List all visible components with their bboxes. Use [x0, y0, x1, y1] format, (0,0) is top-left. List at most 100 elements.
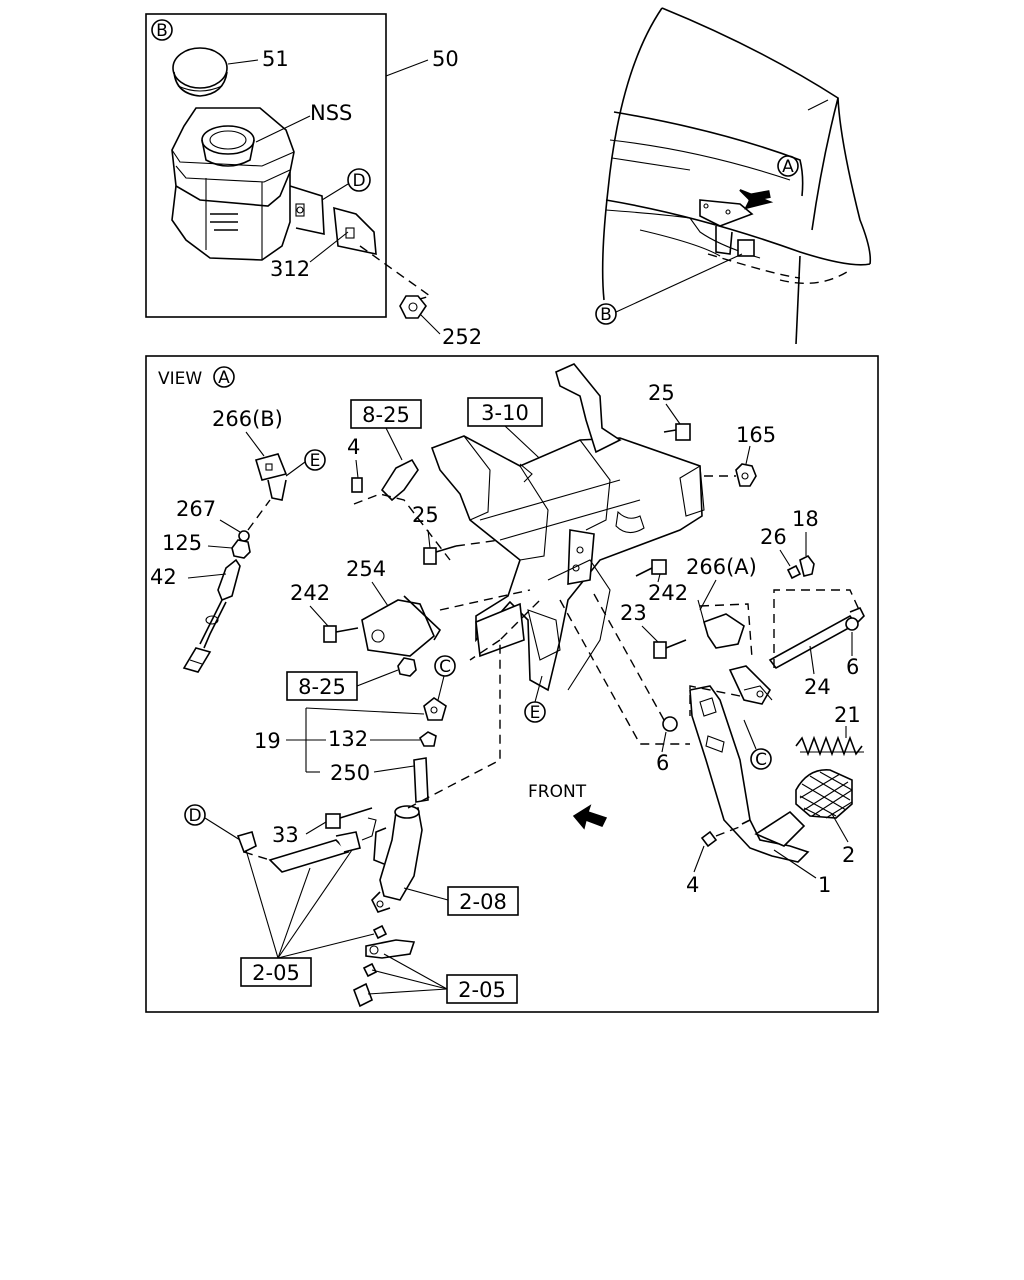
reservoir-inset-frame — [145, 13, 387, 318]
spring-21-drawing — [795, 735, 864, 757]
part-label-21: 21 — [834, 703, 861, 727]
part-label-266A: 266(A) — [686, 555, 757, 579]
part-label-26: 26 — [760, 525, 787, 549]
nut-252-drawing — [399, 295, 427, 319]
front-label: FRONT — [528, 782, 587, 802]
front-arrow-icon — [572, 804, 608, 830]
callout-d-top-letter: D — [352, 171, 365, 191]
bushing-6-right-drawing — [845, 617, 859, 631]
callout-d-bottom — [184, 804, 206, 826]
bolt-25-mid-drawing — [423, 545, 457, 565]
bolt-33-drawing — [325, 807, 373, 829]
ref-2-05-left-leaders — [245, 849, 375, 959]
part-label-42: 42 — [150, 565, 177, 589]
plate-254-drawing — [361, 595, 442, 657]
callout-e-top-letter: E — [310, 451, 321, 471]
switch-stud-drawing — [351, 458, 419, 502]
part-label-25-top: 25 — [648, 381, 675, 405]
part-label-1: 1 — [818, 873, 831, 897]
group-19-bracket — [286, 707, 425, 773]
part-label-267: 267 — [176, 497, 216, 521]
ref-2-08: 2-08 — [459, 890, 507, 914]
part-label-242-left: 242 — [290, 581, 330, 605]
reservoir-cap-drawing — [172, 47, 228, 97]
nut-18-drawing — [799, 554, 815, 577]
callout-c-left — [434, 655, 456, 677]
bolt-242-right-drawing — [635, 559, 667, 577]
part-label-2: 2 — [842, 843, 855, 867]
clevis-19-drawing — [413, 697, 447, 803]
callout-e-bottom-letter: E — [530, 703, 541, 723]
part-label-24: 24 — [804, 675, 831, 699]
view-label: VIEW — [158, 369, 202, 389]
clutch-pedal-drawing — [689, 665, 810, 863]
part-label-254: 254 — [346, 557, 386, 581]
pedal-pad-2-drawing — [795, 769, 853, 819]
callout-a-top — [777, 155, 799, 177]
part-label-33: 33 — [272, 823, 299, 847]
part-label-18: 18 — [792, 507, 819, 531]
part-label-51: 51 — [262, 47, 289, 71]
screw-4-bottom-drawing — [700, 830, 718, 848]
part-label-6-right: 6 — [846, 655, 859, 679]
part-label-165: 165 — [736, 423, 776, 447]
part-label-25-mid: 25 — [412, 503, 439, 527]
reservoir-tank-drawing — [171, 107, 325, 261]
reservoir-inset: B 51 NSS — [145, 13, 432, 318]
washer-26-drawing — [786, 564, 802, 580]
cab-location-sketch — [601, 7, 872, 345]
part-label-NSS: NSS — [310, 101, 352, 125]
callout-b-car-letter: B — [600, 305, 612, 325]
part-label-266B: 266(B) — [212, 407, 283, 431]
bracket-312-drawing — [333, 206, 377, 256]
nut-165-drawing — [735, 463, 757, 487]
ref-2-05-right: 2-05 — [458, 978, 506, 1002]
part-label-312: 312 — [270, 257, 310, 281]
callout-b-car — [595, 303, 617, 325]
bracket-266b-drawing — [254, 453, 288, 501]
ref-2-05-left: 2-05 — [252, 961, 300, 985]
callout-a-top-letter: A — [782, 157, 794, 177]
view-a-frame — [145, 355, 879, 1013]
callout-b-top-letter: B — [156, 21, 168, 41]
pushrod-parts-drawing — [236, 831, 416, 1008]
master-cylinder-drawing — [361, 805, 423, 913]
ref-8-25-bottom: 8-25 — [298, 675, 346, 699]
part-label-50: 50 — [432, 47, 459, 71]
bracket-266a-drawing — [697, 599, 745, 649]
callout-b-top — [151, 19, 173, 41]
part-label-4-top: 4 — [347, 435, 360, 459]
callout-c-right — [750, 748, 772, 770]
washer-267-drawing — [238, 530, 250, 542]
part-label-4-bottom: 4 — [686, 873, 699, 897]
nut-8-25-drawing — [397, 657, 417, 677]
pedal-bracket-drawing — [430, 363, 705, 692]
callout-d-top — [347, 168, 371, 192]
ref-box-2-05-left — [240, 957, 312, 987]
callout-d-bottom-letter: D — [188, 806, 201, 826]
bolt-23-drawing — [653, 639, 687, 659]
bolt-25-top-drawing — [663, 423, 691, 441]
part-label-250: 250 — [330, 761, 370, 785]
part-label-132: 132 — [328, 727, 368, 751]
part-label-242-right: 242 — [648, 581, 688, 605]
callout-c-right-letter: C — [755, 750, 767, 770]
nut-125-drawing — [231, 539, 251, 559]
bushing-6-left-drawing — [662, 716, 678, 732]
part-label-125: 125 — [162, 531, 202, 555]
ref-3-10: 3-10 — [481, 401, 529, 425]
callout-e-top — [304, 449, 326, 471]
ref-box-2-08 — [447, 886, 519, 916]
part-label-6-left: 6 — [656, 751, 669, 775]
bolt-242-left-drawing — [323, 625, 359, 643]
part-label-252: 252 — [442, 325, 482, 349]
callout-c-left-letter: C — [439, 657, 451, 677]
part-label-19: 19 — [254, 729, 281, 753]
ref-2-05-right-leaders — [367, 953, 448, 995]
callout-a-view — [213, 366, 235, 388]
ref-8-25-top: 8-25 — [362, 403, 410, 427]
part-label-23: 23 — [620, 601, 647, 625]
switch-42-harness-drawing — [182, 558, 241, 673]
callout-a-view-letter: A — [218, 368, 230, 388]
